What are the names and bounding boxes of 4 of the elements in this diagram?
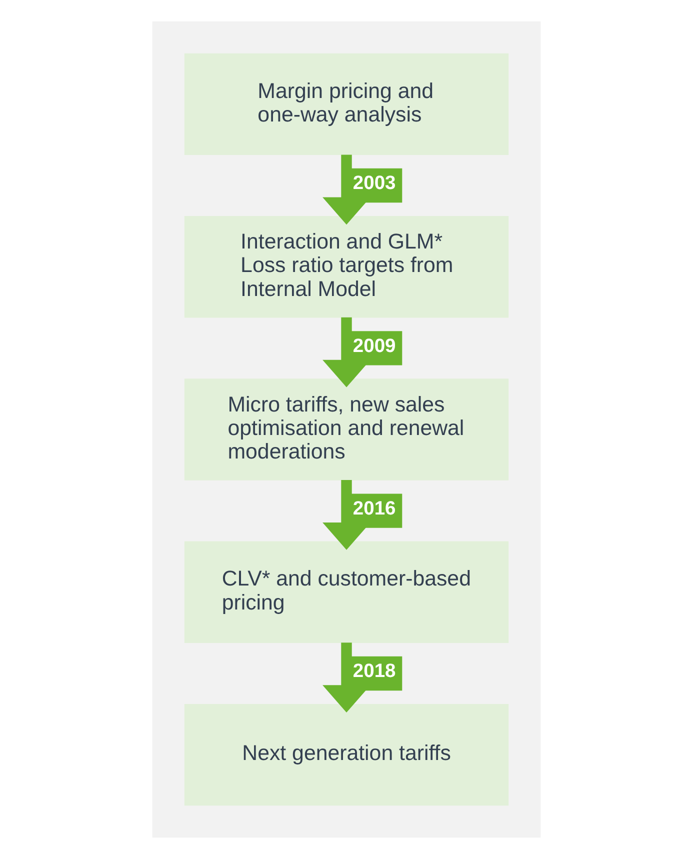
edge-label: 2016 — [352, 498, 396, 520]
edge-label: 2018 — [352, 661, 396, 682]
edge-label: 2009 — [352, 336, 396, 357]
edge-label: 2003 — [352, 173, 396, 194]
